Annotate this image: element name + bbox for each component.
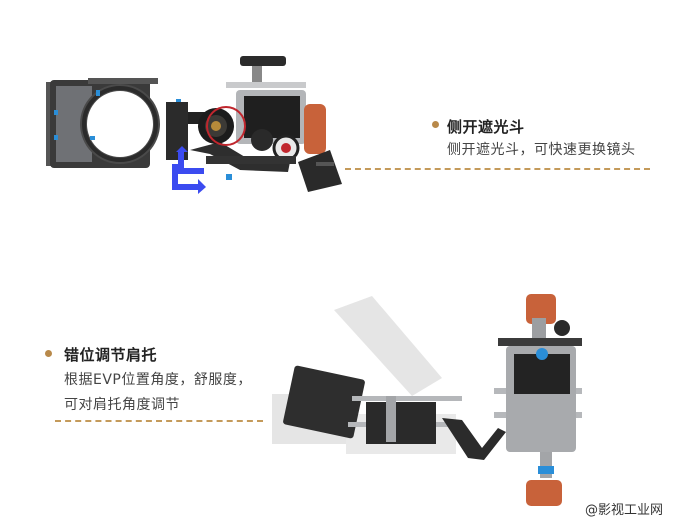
rotate-arrow-icon: [168, 146, 208, 194]
feature-1-divider: [345, 168, 650, 170]
product-image-shoulder-rig: [262, 288, 582, 510]
feature-1-description: 侧开遮光斗，可快速更换镜头: [447, 142, 636, 158]
shoulder-rig-illustration: [272, 294, 582, 506]
bullet-icon: [432, 121, 439, 128]
watermark: @影视工业网: [585, 503, 664, 518]
feature-2-description-line-2: 可对肩托角度调节: [64, 397, 180, 413]
camera-rig-illustration: [46, 56, 342, 192]
feature-1-title: 侧开遮光斗: [447, 118, 525, 136]
feature-2-description-line-1: 根据EVP位置角度，舒服度，: [64, 372, 252, 388]
product-image-matte-box-rig: [40, 50, 350, 200]
bullet-icon: [45, 350, 52, 357]
feature-2-title: 错位调节肩托: [64, 346, 158, 364]
feature-2-divider: [55, 420, 263, 422]
